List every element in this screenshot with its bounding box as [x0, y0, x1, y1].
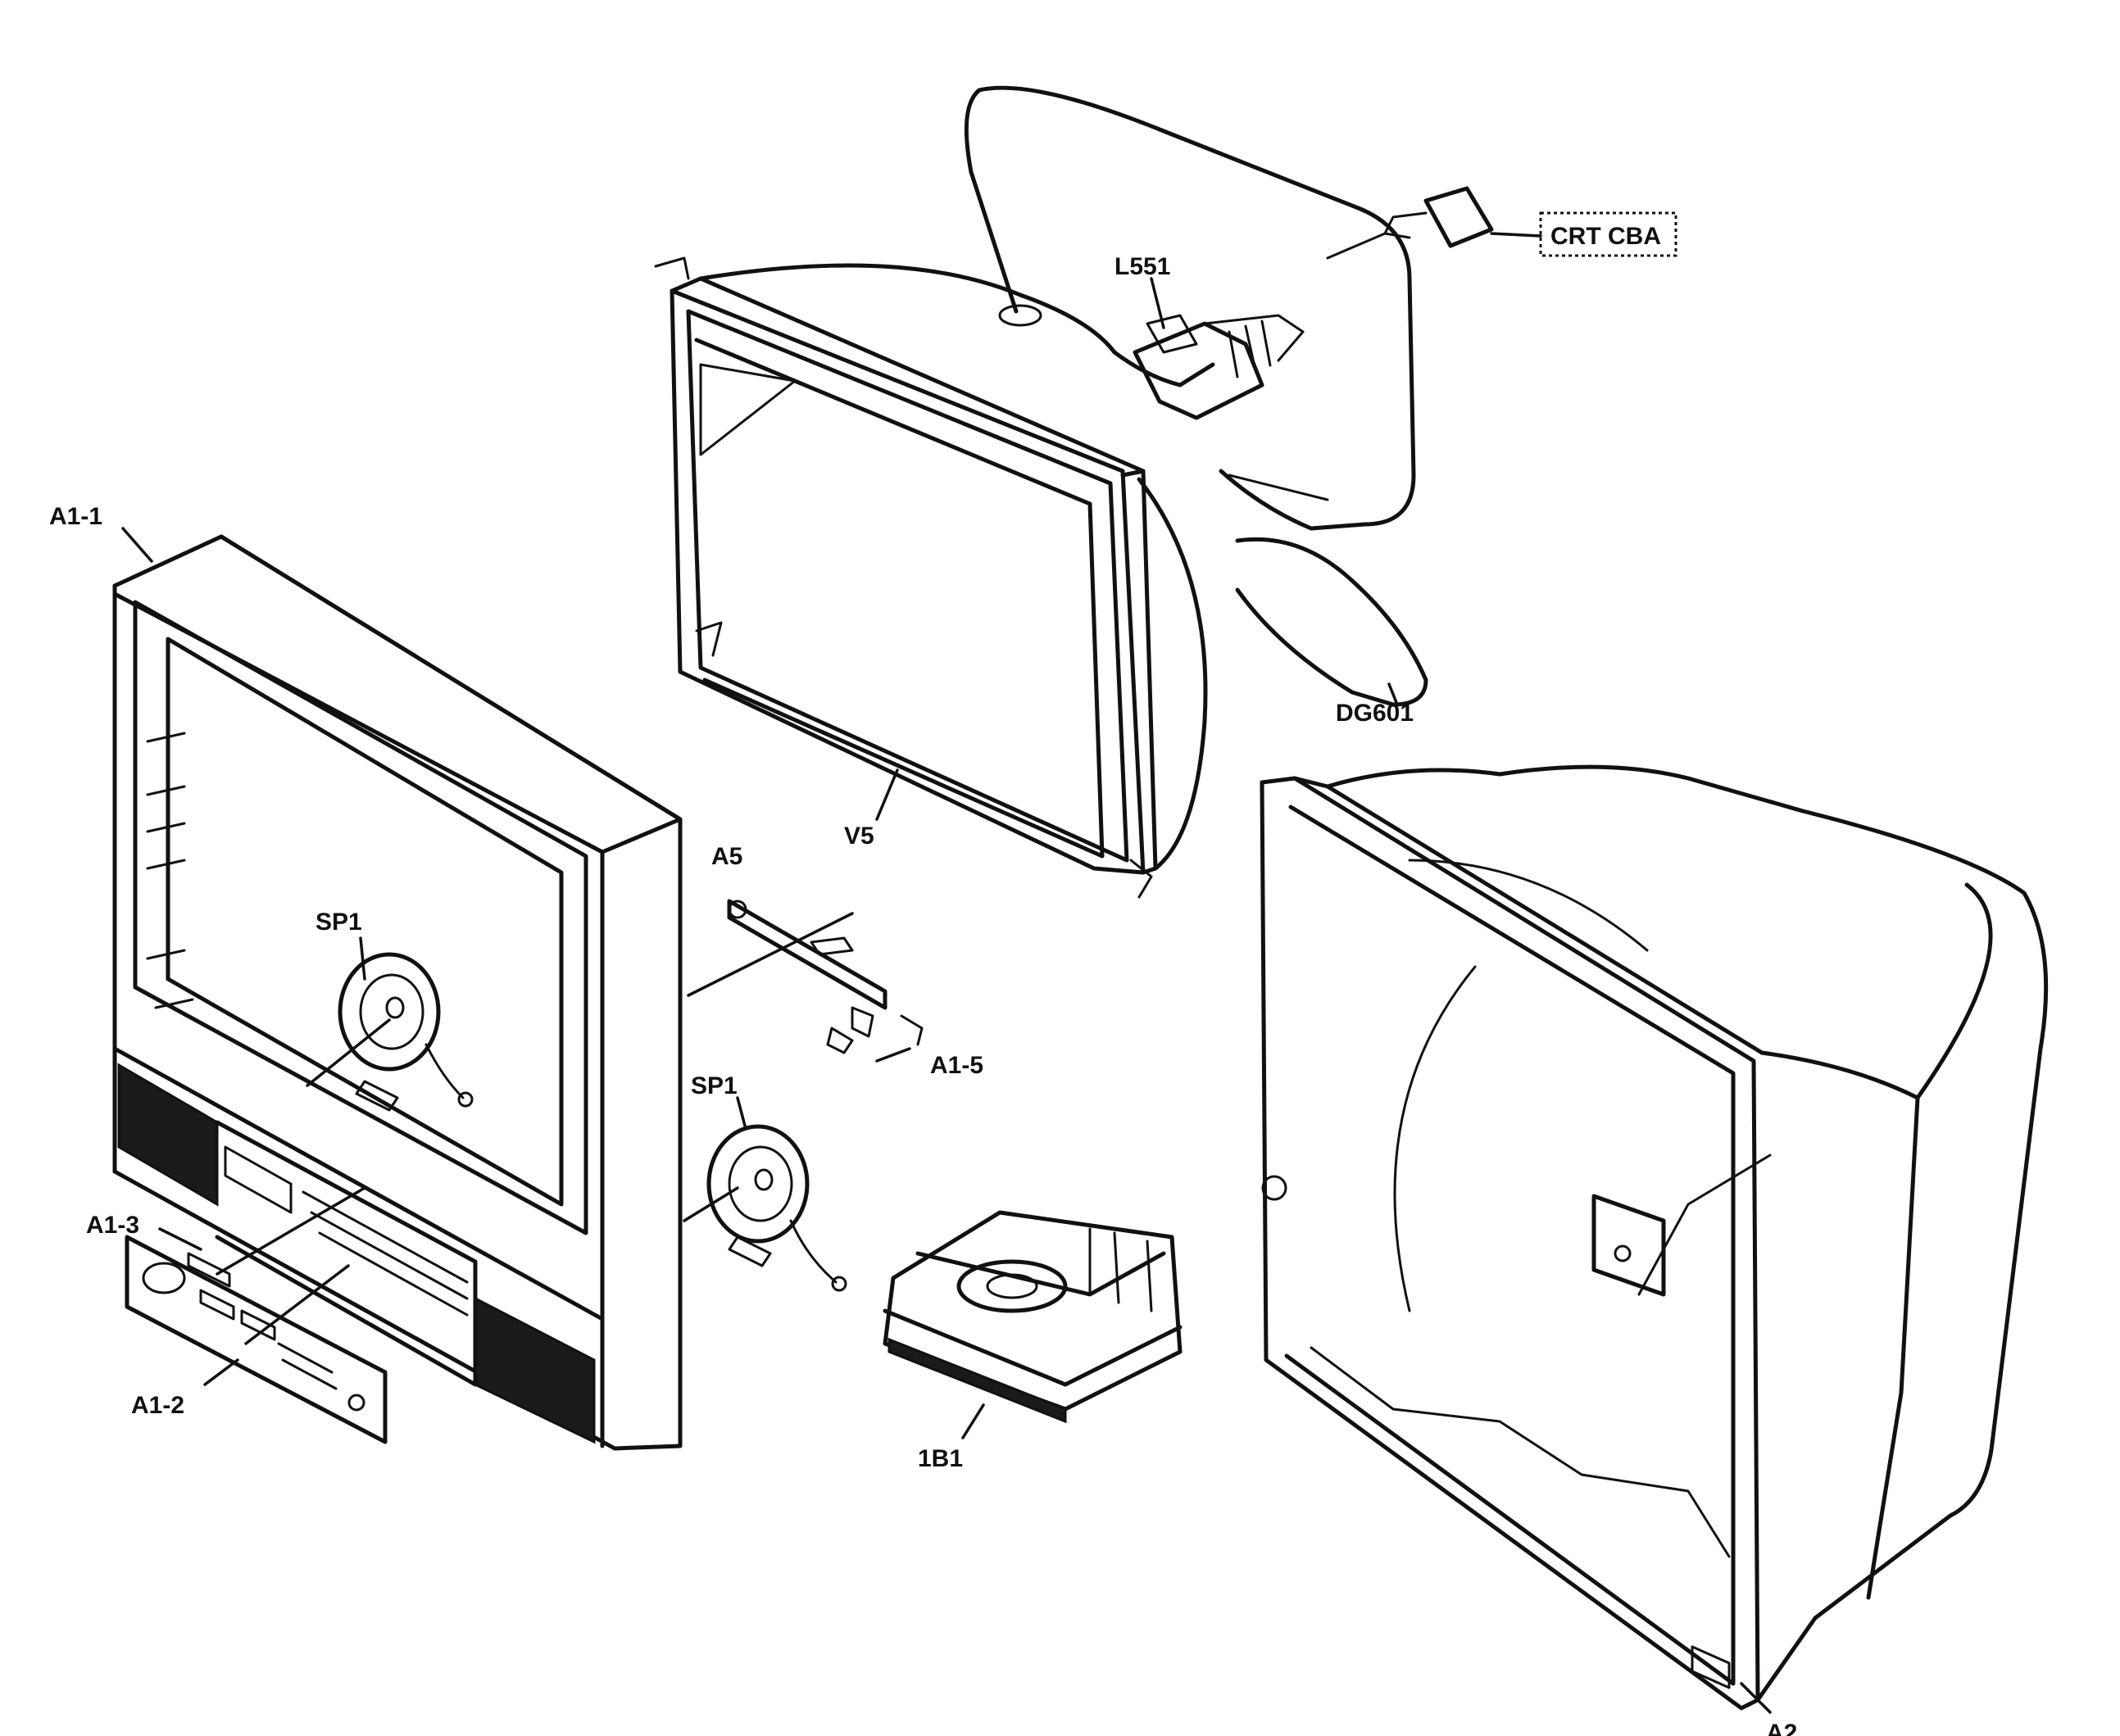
crt-cba-label-box	[1539, 211, 1677, 257]
label-1b1: 1B1	[918, 1445, 963, 1472]
label-l551: L551	[1114, 253, 1170, 280]
button-a1-3	[187, 1252, 231, 1288]
front-plate-a1-2	[125, 1235, 388, 1444]
label-a1-5: A1-5	[930, 1052, 983, 1079]
dvd-mechanism-1b1	[883, 1210, 1183, 1424]
label-a1-3: A1-3	[86, 1212, 139, 1239]
crt-tube-v5	[654, 256, 1215, 899]
label-sp1-front: SP1	[316, 909, 362, 936]
label-a2: A2	[1766, 1720, 1797, 1736]
speaker-sp1-front	[338, 952, 474, 1112]
speaker-sp1-side	[706, 1124, 847, 1292]
label-dg601: DG601	[1336, 700, 1414, 727]
crt-cba-connector	[1326, 186, 1494, 260]
label-sp1-side: SP1	[691, 1072, 738, 1099]
deflection-yoke-l551	[1133, 314, 1305, 420]
bracket-a5	[727, 899, 887, 1038]
label-a5: A5	[711, 843, 742, 870]
label-v5: V5	[844, 823, 874, 850]
leader-lines	[121, 232, 1772, 1714]
label-crt-cba: CRT CBA	[1550, 223, 1661, 250]
label-a1-2: A1-2	[131, 1392, 184, 1419]
label-a1-1: A1-1	[49, 503, 102, 530]
front-cabinet-a1-1	[112, 534, 683, 1451]
clip-a1-5	[826, 1014, 924, 1054]
degauss-coil-dg601	[964, 85, 1428, 707]
back-cabinet-a2	[1260, 764, 2049, 1711]
